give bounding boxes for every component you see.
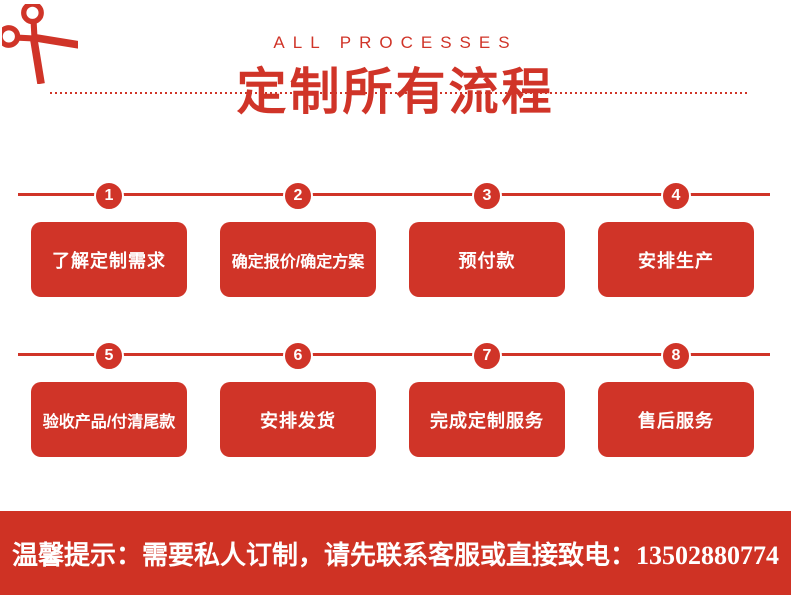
step-item-2: 2 确定报价/确定方案 xyxy=(220,181,376,297)
flow-line-row1 xyxy=(18,193,770,196)
step-card: 预付款 xyxy=(409,222,565,297)
step-number-badge: 2 xyxy=(283,181,313,211)
step-card: 完成定制服务 xyxy=(409,382,565,457)
notice-text: 温馨提示：需要私人订制，请先联系客服或直接致电：13502880774 xyxy=(12,535,779,572)
flow-line-row2 xyxy=(18,353,770,356)
step-card: 售后服务 xyxy=(598,382,754,457)
step-number-badge: 8 xyxy=(661,341,691,371)
step-card: 安排发货 xyxy=(220,382,376,457)
step-item-7: 7 完成定制服务 xyxy=(409,341,565,457)
step-card: 安排生产 xyxy=(598,222,754,297)
notice-banner: 温馨提示：需要私人订制，请先联系客服或直接致电：13502880774 xyxy=(0,511,791,595)
step-item-1: 1 了解定制需求 xyxy=(31,181,187,297)
step-number-badge: 4 xyxy=(661,181,691,211)
step-item-3: 3 预付款 xyxy=(409,181,565,297)
step-item-8: 8 售后服务 xyxy=(598,341,754,457)
notice-prefix: 温馨提示：需要私人订制，请先联系客服或直接致电： xyxy=(11,540,636,570)
phone-number: 13502880774 xyxy=(636,540,779,570)
step-item-4: 4 安排生产 xyxy=(598,181,754,297)
step-item-5: 5 验收产品/付清尾款 xyxy=(31,341,187,457)
step-number-badge: 5 xyxy=(94,341,124,371)
dotted-divider-line xyxy=(50,92,748,94)
scissors-icon xyxy=(0,1,81,85)
step-item-6: 6 安排发货 xyxy=(220,341,376,457)
step-card: 验收产品/付清尾款 xyxy=(31,382,187,457)
step-number-badge: 3 xyxy=(472,181,502,211)
step-number-badge: 7 xyxy=(472,341,502,371)
step-number-badge: 1 xyxy=(94,181,124,211)
step-card: 了解定制需求 xyxy=(31,222,187,297)
step-number-badge: 6 xyxy=(283,341,313,371)
step-card: 确定报价/确定方案 xyxy=(220,222,376,297)
section-title: 定制所有流程 xyxy=(236,64,555,120)
section-eyebrow: ALL PROCESSES xyxy=(273,33,518,52)
